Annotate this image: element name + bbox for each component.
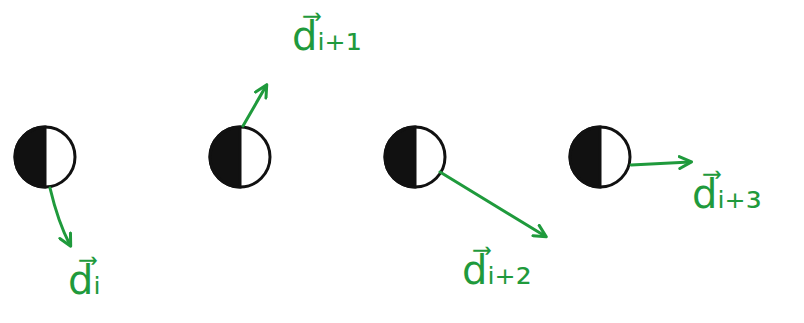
vector-label: d⃗ᵢ — [68, 258, 101, 302]
vector-label: d⃗ᵢ₊₃ — [692, 172, 762, 216]
particle — [385, 127, 445, 187]
particle — [15, 127, 75, 187]
vector-label: d⃗ᵢ₊₂ — [462, 248, 532, 292]
vector-label: d⃗ᵢ₊₁ — [292, 14, 362, 58]
direction-arrow — [243, 86, 266, 126]
direction-arrow — [50, 188, 70, 245]
particle — [210, 127, 270, 187]
direction-arrow — [440, 172, 545, 236]
particle — [570, 127, 630, 187]
direction-arrow — [631, 162, 690, 165]
